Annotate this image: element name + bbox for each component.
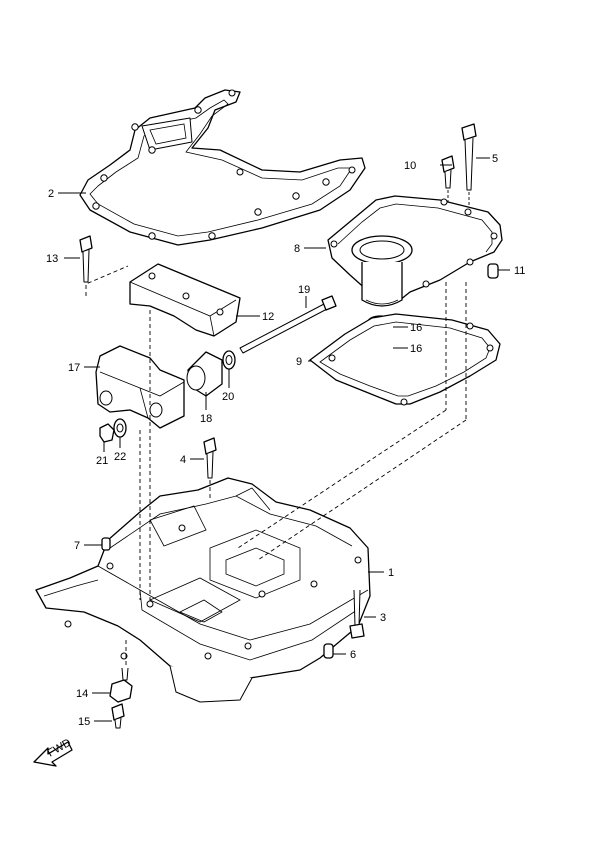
part-15-bolt — [111, 703, 125, 729]
part-5-bolt — [461, 123, 477, 212]
part-2-gasket — [79, 89, 366, 246]
part-20-washer — [222, 350, 236, 370]
part-1-engine-holder — [35, 477, 371, 703]
part-14-fitting — [109, 667, 133, 703]
callout-8: 8 — [294, 243, 300, 255]
callout-14: 14 — [76, 688, 88, 700]
part-8-cover — [327, 195, 503, 307]
part-10-bolt — [441, 155, 455, 202]
callout-19: 19 — [298, 284, 310, 296]
callout-labels: 1 2 3 4 5 6 7 8 9 10 11 12 13 14 15 16 1… — [46, 153, 525, 728]
callout-22: 22 — [114, 451, 126, 463]
part-12-holder — [129, 263, 241, 337]
callout-18: 18 — [200, 413, 212, 425]
callout-9: 9 — [296, 356, 302, 368]
callout-4: 4 — [180, 454, 186, 466]
part-9-gasket — [309, 313, 501, 406]
callout-10: 10 — [404, 160, 416, 172]
callout-17: 17 — [68, 362, 80, 374]
part-21-nut — [99, 423, 115, 443]
part-7-pin — [101, 537, 111, 551]
part-22-washer — [113, 418, 127, 438]
callout-7: 7 — [74, 540, 80, 552]
callout-16-lower: 16 — [410, 343, 422, 355]
callout-13: 13 — [46, 253, 58, 265]
callout-21: 21 — [96, 455, 108, 467]
callout-1: 1 — [388, 567, 394, 579]
part-19-bolt — [239, 295, 337, 354]
part-3-bolt — [349, 589, 365, 639]
forward-arrow-icon: FWD — [33, 737, 73, 767]
part-17-mount — [95, 345, 185, 429]
part-6-pin — [323, 643, 334, 659]
callout-12: 12 — [262, 311, 274, 323]
leader-lines — [58, 157, 510, 722]
callout-15: 15 — [78, 716, 90, 728]
part-13-bolt — [79, 235, 93, 283]
part-4-bolt — [203, 437, 217, 479]
callout-2: 2 — [48, 188, 54, 200]
part-18-bushing — [186, 351, 223, 397]
part-11-pin — [487, 263, 499, 279]
callout-3: 3 — [380, 612, 386, 624]
callout-20: 20 — [222, 391, 234, 403]
callout-16-upper: 16 — [410, 322, 422, 334]
callout-6: 6 — [350, 649, 356, 661]
callout-5: 5 — [492, 153, 498, 165]
callout-11: 11 — [514, 265, 525, 277]
